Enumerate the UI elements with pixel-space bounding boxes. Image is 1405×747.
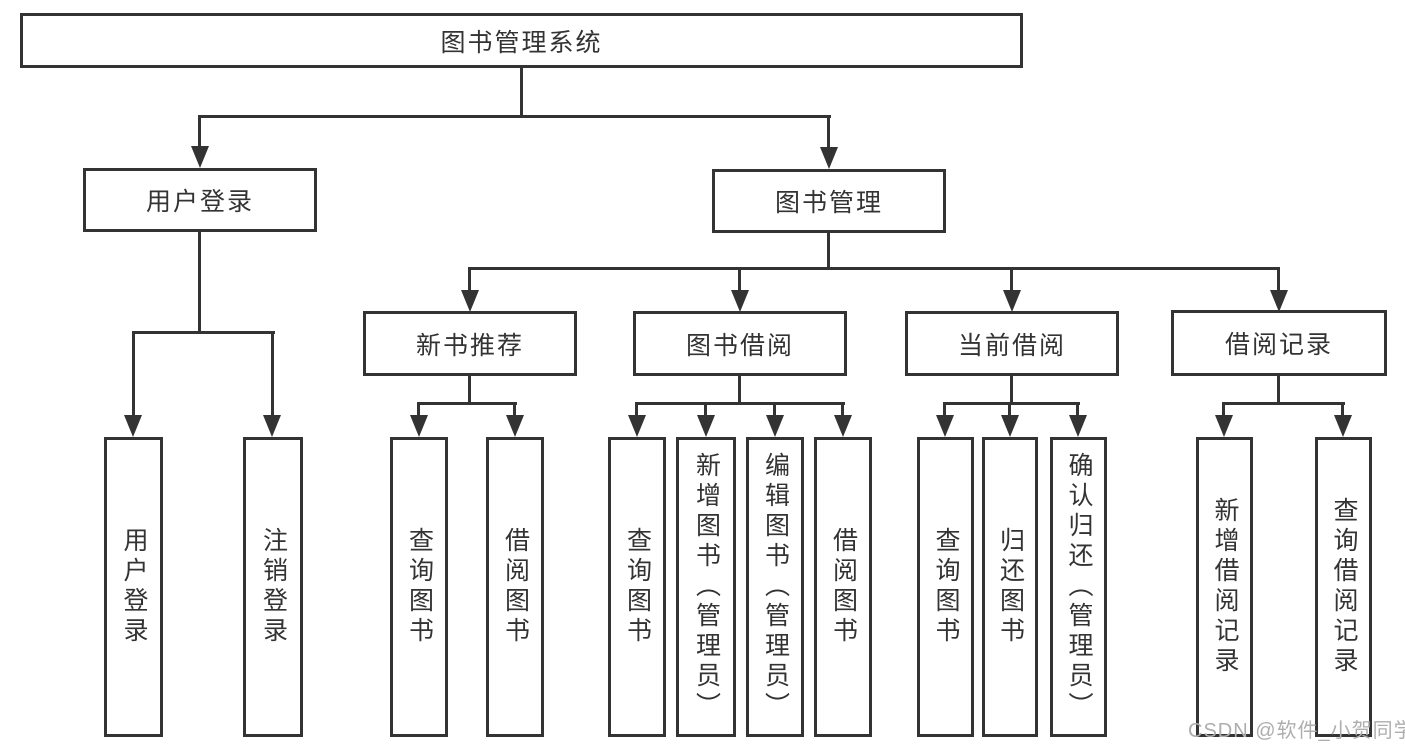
leaf-borrow-books-label: 借阅图书 [829,527,858,647]
arrow-down-icon [1001,415,1019,437]
connector-line [1010,267,1013,292]
connector-line [1223,402,1345,405]
leaf-edit-book-admin-label: 编辑图书（管理员） [761,452,790,722]
connector-line [468,376,471,405]
arrow-down-icon [124,415,142,437]
leaf-logout: 注销登录 [243,437,303,737]
connector-line [635,402,638,417]
node-user-login: 用户登录 [83,168,317,232]
node-current-borrowing-label: 当前借阅 [957,331,1066,360]
connector-line [1076,402,1079,417]
connector-line [773,402,776,417]
arrow-down-icon [410,415,428,437]
connector-line [738,267,741,292]
arrow-down-icon [936,415,954,437]
connector-line [1277,267,1280,292]
connector-line [827,233,830,270]
arrow-down-icon [1270,290,1288,312]
arrow-down-icon [766,415,784,437]
node-book-management-label: 图书管理 [774,189,883,217]
watermark: CSDN @软件_小贺同学 [1188,720,1405,742]
connector-line [1010,376,1013,405]
node-borrowing-records: 借阅记录 [1171,310,1387,376]
connector-line [520,68,523,117]
leaf-query-borrow-record-label: 查询借阅记录 [1330,497,1358,677]
leaf-user-login: 用户登录 [104,437,163,737]
leaf-query-books-borrow: 查询图书 [608,437,666,737]
node-new-book-recommendation: 新书推荐 [363,311,577,376]
leaf-add-borrow-record: 新增借阅记录 [1196,437,1253,737]
connector-line [198,231,201,333]
leaf-query-books-current: 查询图书 [917,437,974,737]
connector-line [468,267,1280,270]
node-book-borrowing: 图书借阅 [633,311,847,376]
connector-line [943,402,946,417]
connector-line [1008,402,1011,417]
connector-line [132,331,275,334]
leaf-query-books-recommend-label: 查询图书 [405,527,434,647]
connector-line [198,115,831,118]
node-borrowing-records-label: 借阅记录 [1224,331,1333,359]
arrow-down-icon [506,415,524,437]
leaf-edit-book-admin: 编辑图书（管理员） [746,437,804,737]
connector-line [1341,402,1344,417]
leaf-add-book-admin: 新增图书（管理员） [676,437,736,737]
leaf-add-borrow-record-label: 新增借阅记录 [1211,497,1239,677]
leaf-borrow-books-recommend-label: 借阅图书 [501,527,530,647]
connector-line [132,331,135,416]
connector-line [841,402,844,417]
leaf-confirm-return-admin-label: 确认归还（管理员） [1065,452,1093,722]
arrow-down-icon [628,415,646,437]
connector-line [1222,402,1225,417]
connector-line [417,402,420,417]
arrow-down-icon [1215,415,1233,437]
arrow-down-icon [191,146,209,168]
leaf-query-books-current-label: 查询图书 [932,527,960,647]
connector-line [1277,376,1280,405]
arrow-down-icon [1003,290,1021,312]
arrow-down-icon [834,415,852,437]
node-library-system-label: 图书管理系统 [440,28,603,57]
leaf-confirm-return-admin: 确认归还（管理员） [1050,437,1107,737]
node-current-borrowing: 当前借阅 [905,311,1119,376]
connector-line [271,331,274,416]
node-new-book-recommendation-label: 新书推荐 [415,331,524,360]
connector-line [827,115,830,148]
leaf-return-book-label: 归还图书 [996,527,1025,647]
leaf-return-book: 归还图书 [982,437,1038,737]
leaf-logout-label: 注销登录 [259,527,288,647]
node-library-system: 图书管理系统 [20,13,1023,68]
node-user-login-label: 用户登录 [145,188,254,216]
connector-line [513,402,516,417]
arrow-down-icon [820,147,838,169]
leaf-borrow-books: 借阅图书 [814,437,872,737]
connector-line [635,402,845,405]
connector-line [417,402,517,405]
arrow-down-icon [1334,415,1352,437]
leaf-user-login-label: 用户登录 [120,527,148,647]
arrow-down-icon [1069,415,1087,437]
leaf-query-books-borrow-label: 查询图书 [623,527,652,647]
connector-line [943,402,1080,405]
node-book-management: 图书管理 [712,169,946,233]
leaf-query-books-recommend: 查询图书 [390,437,448,737]
arrow-down-icon [731,290,749,312]
arrow-down-icon [697,415,715,437]
arrow-down-icon [263,415,281,437]
arrow-down-icon [461,290,479,312]
connector-line [704,402,707,417]
leaf-query-borrow-record: 查询借阅记录 [1315,437,1372,737]
connector-line [198,115,201,147]
node-book-borrowing-label: 图书借阅 [685,331,794,360]
connector-line [738,376,741,405]
leaf-add-book-admin-label: 新增图书（管理员） [692,452,721,722]
connector-line [468,267,471,292]
leaf-borrow-books-recommend: 借阅图书 [486,437,544,737]
